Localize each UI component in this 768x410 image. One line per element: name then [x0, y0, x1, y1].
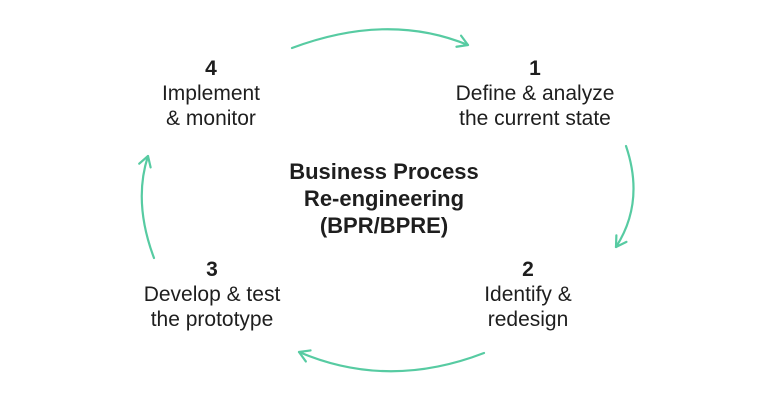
- step-4-implement-monitor: 4 Implement & monitor: [162, 57, 260, 131]
- step-4-label-line1: Implement: [161, 82, 261, 105]
- diagram-title-line1: Business Process: [289, 159, 479, 184]
- step-3-label-line1: Develop & test: [143, 283, 281, 306]
- step-1-define-analyze: 1 Define & analyze the current state: [456, 57, 615, 131]
- arrow-right-to-step2-icon: [614, 144, 635, 249]
- step-2-label-line1: Identify &: [484, 283, 572, 306]
- step-1-label-line2: the current state: [459, 107, 611, 130]
- step-2-identify-redesign: 2 Identify & redesign: [484, 258, 572, 332]
- step-4-label-line2: & monitor: [166, 107, 256, 130]
- step-3-develop-test: 3 Develop & test the prototype: [144, 258, 281, 332]
- step-1-label-line1: Define & analyze: [455, 82, 615, 105]
- arrow-left-to-step4-icon: [138, 154, 156, 260]
- arrow-top-to-step1-icon: [290, 28, 470, 50]
- step-3-number: 3: [206, 258, 218, 281]
- diagram-title-line2: Re-engineering: [303, 186, 465, 211]
- step-3-label-line2: the prototype: [150, 308, 274, 331]
- arrow-bottom-to-step3-icon: [297, 349, 486, 373]
- step-2-label-line2: redesign: [487, 308, 569, 331]
- step-1-number: 1: [529, 57, 541, 80]
- step-4-number: 4: [205, 57, 217, 80]
- diagram-title: Business Process Re-engineering (BPR/BPR…: [289, 158, 479, 239]
- diagram-title-line3: (BPR/BPRE): [319, 213, 449, 238]
- step-2-number: 2: [522, 258, 534, 281]
